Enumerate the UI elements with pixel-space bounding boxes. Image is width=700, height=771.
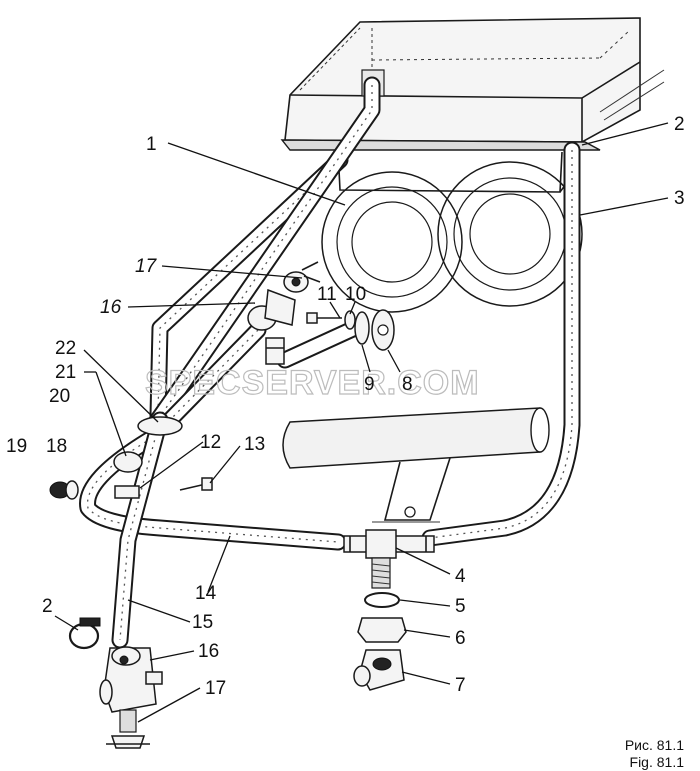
callout-21: 21: [55, 362, 76, 383]
heater-box: [280, 17, 665, 151]
fitting-12: [114, 485, 140, 499]
tee-4: [343, 529, 435, 559]
valve-16-lower: [99, 646, 163, 713]
washer-10: [344, 310, 356, 330]
callout-16-upper: 16: [100, 297, 122, 318]
callout-9: 9: [364, 374, 375, 395]
clamp-2-lower: [68, 617, 101, 650]
pipe-9: [276, 319, 364, 369]
clamp-21: [113, 451, 143, 473]
callout-19: 19: [6, 436, 27, 457]
leader-lines: [54, 122, 669, 723]
clamp-22: [137, 416, 183, 436]
tap-17-lower: [106, 709, 150, 749]
lower-cylinder: [282, 407, 550, 523]
callout-1: 1: [146, 134, 157, 155]
hose-16-branch: [161, 321, 267, 429]
callout-6: 6: [455, 628, 466, 649]
callout-8: 8: [402, 374, 413, 395]
washer-5: [364, 592, 400, 608]
callout-4: 4: [455, 566, 466, 587]
callout-3: 3: [674, 188, 685, 209]
callout-20: 20: [49, 386, 70, 407]
valve-7: [353, 649, 405, 691]
hose-upper-left: [143, 76, 381, 437]
watermark-text: SPECSERVER.COM: [145, 364, 480, 402]
callout-7: 7: [455, 675, 466, 696]
figure-caption-en: Fig. 81.1: [629, 754, 684, 770]
washer-18: [65, 480, 79, 500]
callout-2-upper: 2: [674, 114, 685, 135]
callout-11: 11: [317, 284, 337, 305]
figure-caption-ru: Рис. 81.1: [624, 737, 684, 753]
nut-6: [357, 617, 407, 643]
callout-14: 14: [195, 583, 217, 604]
callout-18: 18: [46, 436, 67, 457]
threaded-stem: [371, 557, 391, 589]
callout-5: 5: [455, 596, 466, 617]
callout-17-upper: 17: [135, 256, 158, 277]
hose-1: [149, 151, 349, 424]
callout-labels: 1 2 3 17 16 11 10 9 8 22 21 20 19 18 12 …: [6, 114, 685, 699]
callout-12: 12: [200, 432, 221, 453]
valve-16-upper: [247, 288, 296, 365]
bolt-11: [306, 312, 342, 324]
callout-13: 13: [244, 434, 265, 455]
callout-22: 22: [55, 338, 76, 359]
callout-2-lower: 2: [42, 596, 53, 617]
callout-16-lower: 16: [198, 641, 219, 662]
callout-10: 10: [345, 284, 366, 305]
flange-8: [371, 309, 395, 351]
hose-3: [421, 141, 581, 547]
bolt-13: [179, 477, 213, 491]
gasket-9: [354, 311, 370, 345]
heater-core-housing: [321, 149, 583, 313]
callout-15: 15: [192, 612, 213, 633]
callout-17-lower: 17: [205, 678, 226, 699]
hose-15: [111, 411, 169, 649]
